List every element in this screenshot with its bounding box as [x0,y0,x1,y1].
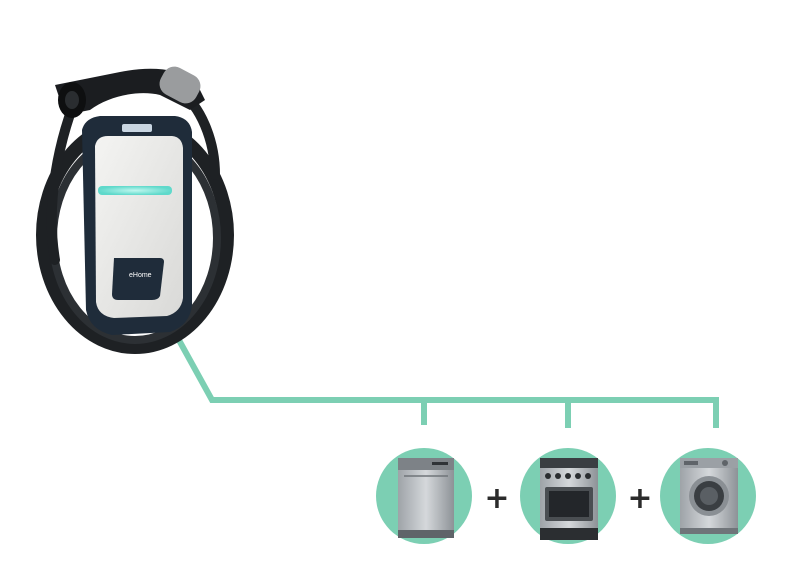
brand-label: eHome [129,272,152,279]
ev-charger [36,66,234,354]
plus-sign: + [627,481,652,516]
plus-sign: + [484,481,509,516]
status-led [98,186,172,195]
charging-plug [55,66,205,118]
brand-logo [122,124,152,132]
oven-icon [540,458,598,540]
washing-machine-badge [660,448,756,544]
dishwasher-badge [376,448,472,544]
washing-machine-icon [680,458,738,534]
dishwasher-icon [398,458,454,538]
oven-badge [520,448,616,544]
connector-line [175,337,719,428]
charger-panel [112,258,164,300]
